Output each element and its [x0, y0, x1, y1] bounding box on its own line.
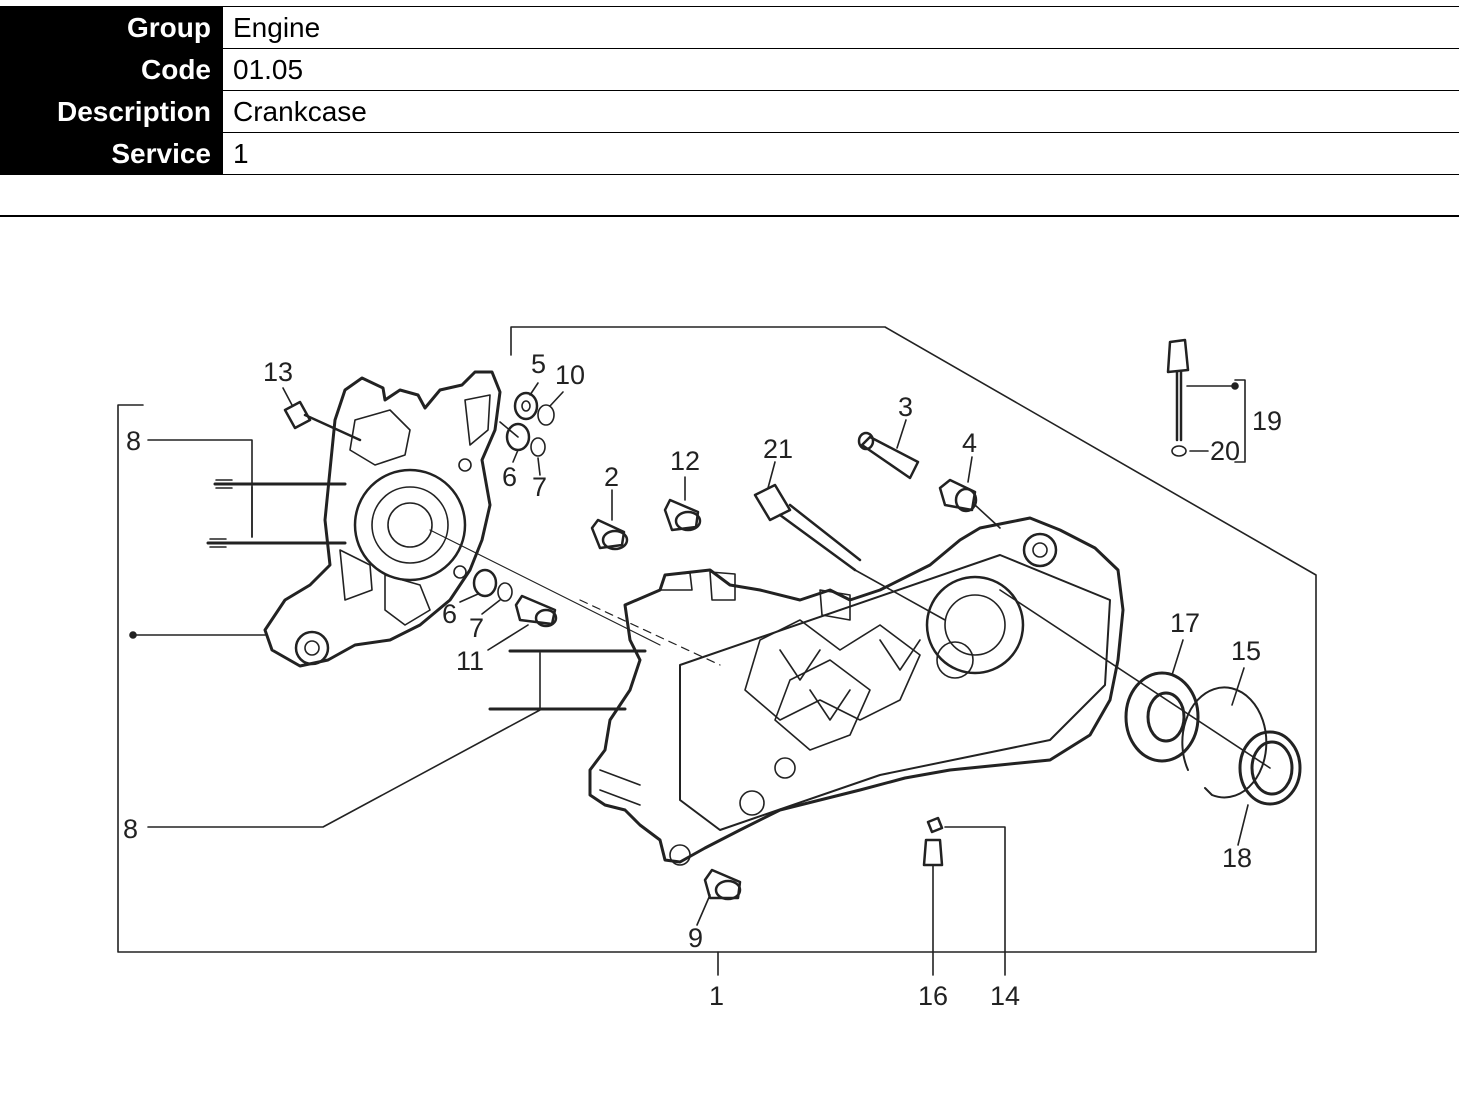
bolt-13 — [283, 400, 362, 442]
circlip-15 — [1181, 686, 1268, 799]
callout-10: 10 — [555, 360, 585, 390]
callout-15: 15 — [1231, 636, 1261, 666]
dowel-11 — [514, 594, 558, 628]
callout-14: 14 — [990, 981, 1020, 1011]
callout-9: 9 — [688, 923, 703, 953]
seal-18 — [1238, 730, 1302, 806]
callout-4: 4 — [962, 428, 977, 458]
callout-5: 5 — [531, 349, 546, 379]
callout-11: 11 — [456, 646, 484, 676]
shaft-21 — [753, 483, 862, 572]
nut-14 — [926, 816, 944, 834]
callout-13: 13 — [263, 357, 293, 387]
right-crankcase-half — [588, 516, 1125, 864]
callout-8-upper: 8 — [126, 426, 141, 456]
dowel-2 — [590, 518, 629, 551]
bearing-17 — [1124, 671, 1200, 763]
left-crankcase-half — [263, 370, 502, 668]
code-value: 01.05 — [221, 48, 1459, 91]
callout-16: 16 — [918, 981, 948, 1011]
callout-7-upper: 7 — [532, 472, 547, 502]
part-info-table: Group Engine Code 01.05 Description Cran… — [0, 6, 1459, 175]
callout-7-lower: 7 — [469, 613, 484, 643]
service-value: 1 — [221, 132, 1459, 175]
callout-20: 20 — [1210, 436, 1240, 466]
description-label: Description — [0, 90, 222, 133]
callout-3: 3 — [898, 392, 913, 422]
callout-8-lower: 8 — [123, 814, 138, 844]
dowel-12 — [663, 498, 702, 532]
info-row-code: Code 01.05 — [0, 48, 1459, 91]
pin-3 — [857, 431, 920, 480]
header-separator — [0, 215, 1459, 217]
stud-8-upper — [206, 479, 347, 548]
callout-17: 17 — [1170, 608, 1200, 638]
callout-6-lower: 6 — [442, 599, 457, 629]
info-row-service: Service 1 — [0, 132, 1459, 175]
info-row-description: Description Crankcase — [0, 90, 1459, 133]
description-value: Crankcase — [221, 90, 1459, 133]
group-label: Group — [0, 6, 222, 49]
callout-18: 18 — [1222, 843, 1252, 873]
service-label: Service — [0, 132, 222, 175]
dipstick-19 — [1166, 338, 1190, 442]
bush-4 — [938, 478, 978, 513]
screw-16 — [922, 838, 944, 867]
callout-12: 12 — [670, 446, 700, 476]
callout-21: 21 — [763, 434, 793, 464]
assembly-bracket — [117, 326, 1317, 953]
callout-19: 19 — [1252, 406, 1282, 436]
callout-6-upper: 6 — [502, 462, 517, 492]
stud-8-lower — [488, 649, 647, 711]
callout-2: 2 — [604, 462, 619, 492]
code-label: Code — [0, 48, 222, 91]
callout-1: 1 — [709, 981, 724, 1011]
